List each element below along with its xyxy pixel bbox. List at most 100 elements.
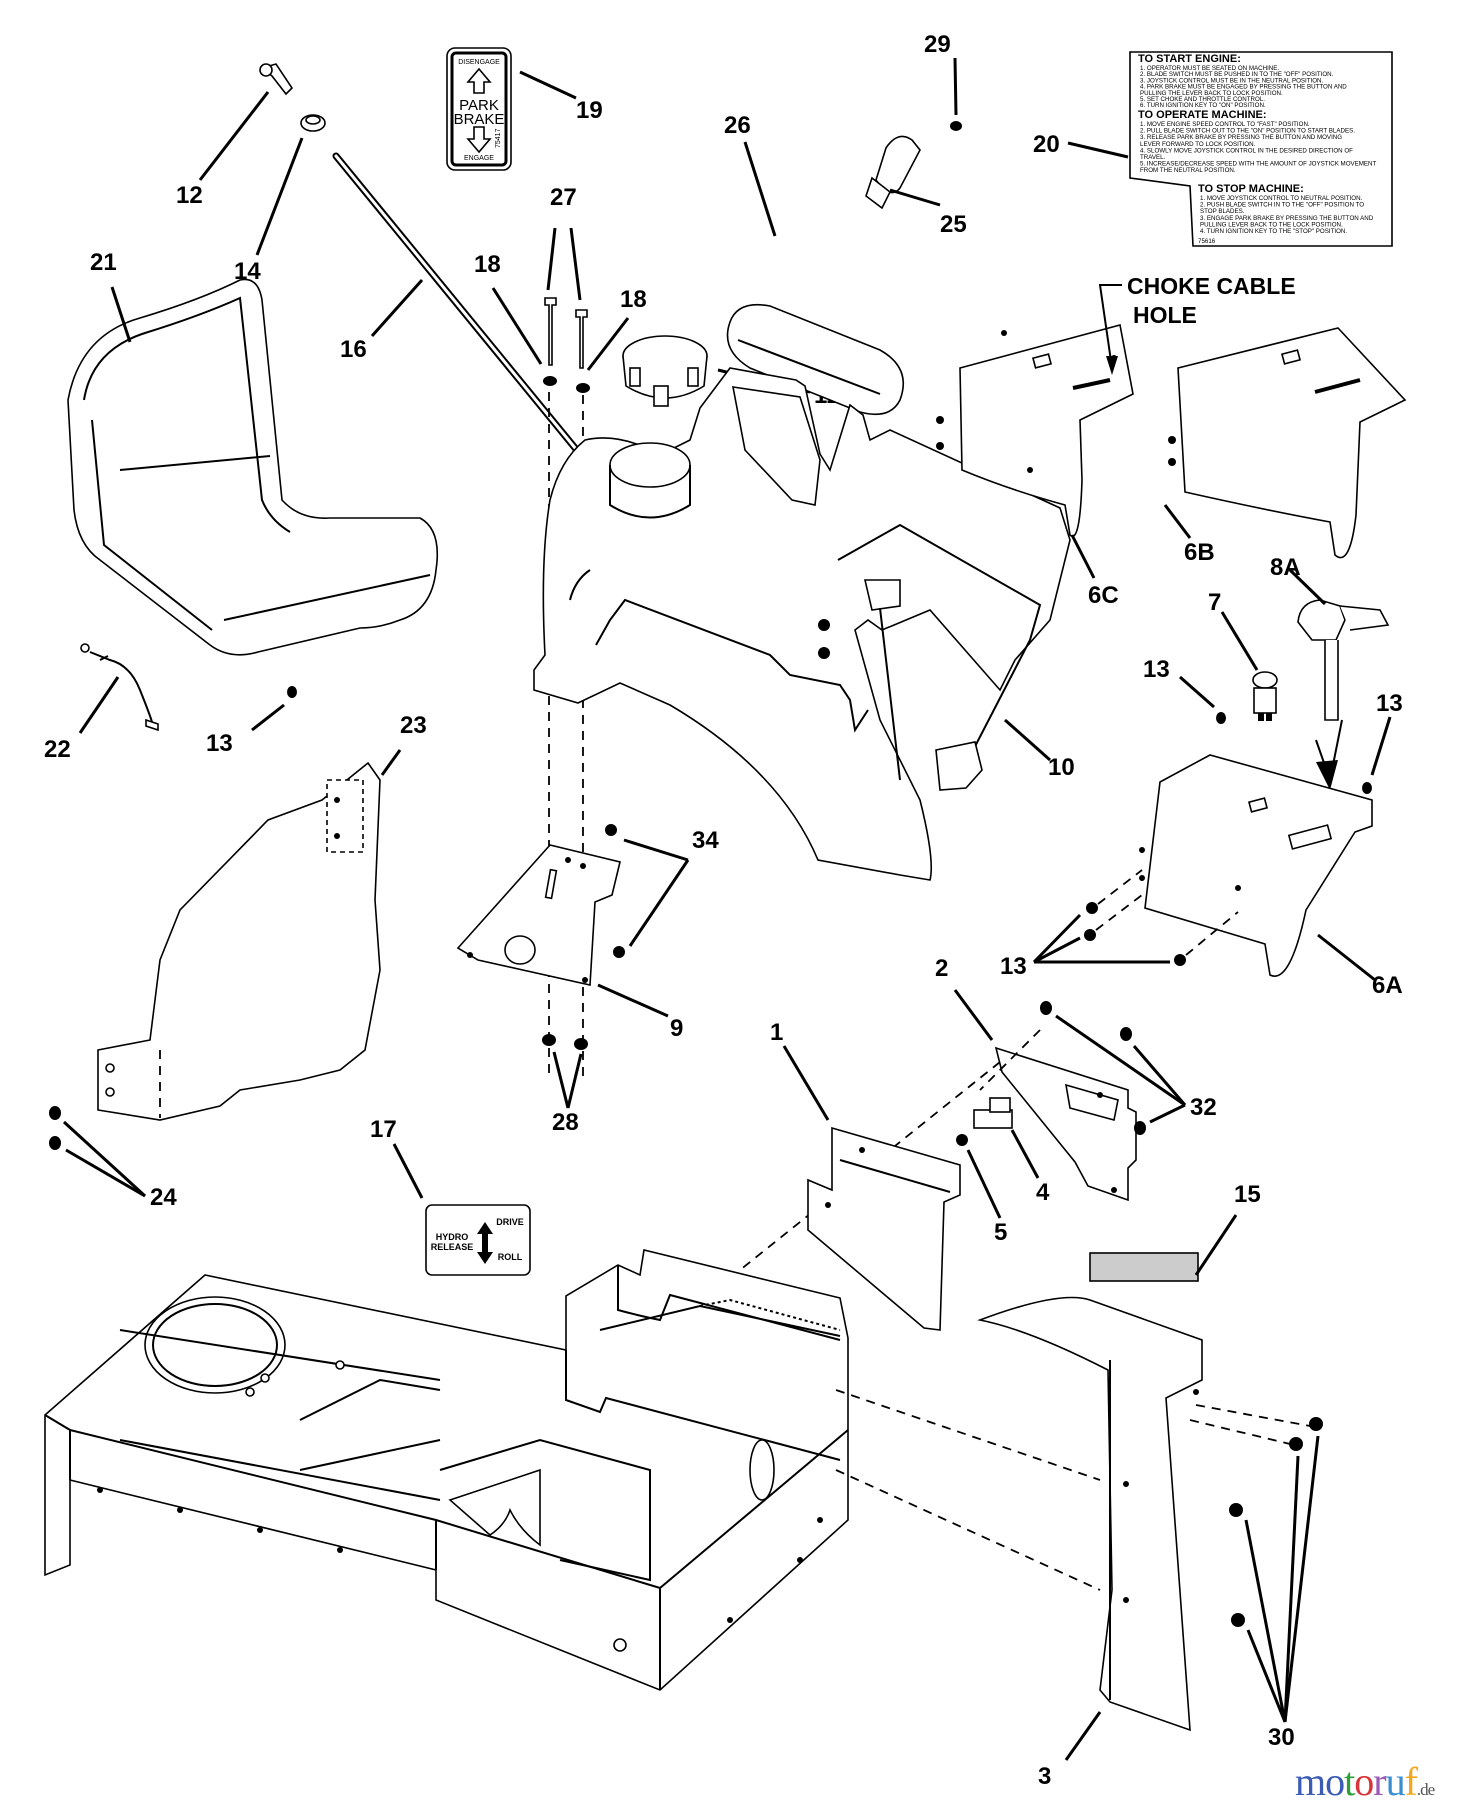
decal-park-text: PARK — [459, 97, 499, 114]
panel-6a — [1139, 754, 1373, 977]
callout-15: 15 — [1234, 1181, 1261, 1208]
screw-13-a — [1216, 712, 1226, 724]
fender-console-10 — [533, 367, 1071, 881]
decal-code: 75616 — [1198, 238, 1216, 245]
nut-14 — [300, 114, 326, 132]
callout-8a: 8A — [1270, 554, 1301, 581]
instruction-step: 5. SET CHOKE AND THROTTLE CONTROL. — [1140, 96, 1265, 103]
screw-13-seat — [287, 686, 297, 698]
instruction-step: 6. TURN IGNITION KEY TO "ON" POSITION. — [1140, 102, 1266, 109]
instructions-decal: TO START ENGINE: 1. OPERATOR MUST BE SEA… — [1129, 51, 1393, 247]
panel-6b — [1168, 327, 1407, 559]
callout-7: 7 — [1208, 589, 1221, 616]
rear-panel-3 — [977, 1296, 1203, 1732]
callout-26: 26 — [724, 112, 751, 139]
callout-17: 17 — [370, 1116, 397, 1143]
bolt-12 — [259, 63, 294, 96]
bracket-2 — [994, 1046, 1137, 1202]
side-panel-23 — [97, 761, 381, 1121]
switch-cable-22 — [80, 643, 159, 732]
instruction-step: 3. ENGAGE PARK BRAKE BY PRESSING THE BUT… — [1200, 215, 1374, 222]
callout-20: 20 — [1033, 131, 1060, 158]
instruction-step: FROM THE NEUTRAL POSITION. — [1140, 167, 1236, 174]
callout-4: 4 — [1036, 1179, 1050, 1206]
fuel-cap-11 — [622, 335, 708, 407]
callout-2: 2 — [935, 955, 948, 982]
stop-title: TO STOP MACHINE: — [1198, 183, 1304, 195]
watermark-text: motoruf — [1295, 1758, 1418, 1805]
instruction-step: PULLING THE LEVER BACK TO LOCK POSITION. — [1140, 90, 1283, 97]
callout-9: 9 — [670, 1015, 683, 1042]
callout-3: 3 — [1038, 1763, 1051, 1790]
watermark-letter: m — [1295, 1759, 1326, 1804]
callout-6a: 6A — [1372, 972, 1403, 999]
instruction-step: 5. INCREASE/DECREASE SPEED WITH THE AMOU… — [1140, 161, 1377, 168]
callout-28: 28 — [552, 1109, 579, 1136]
stop-steps: 1. MOVE JOYSTICK CONTROL TO NEUTRAL POSI… — [1200, 195, 1374, 235]
nut-29 — [950, 121, 962, 131]
screws-30 — [1189, 1404, 1323, 1627]
callout-24: 24 — [150, 1184, 177, 1211]
arrow-up-icon — [466, 67, 492, 94]
instruction-step: 4. PARK BRAKE MUST BE ENGAGED BY PRESSIN… — [1140, 84, 1347, 91]
rod-16 — [332, 152, 602, 480]
instruction-step: 3. RELEASE PARK BRAKE BY PRESSING THE BU… — [1140, 134, 1342, 141]
callout-27: 27 — [550, 184, 577, 211]
callout-5: 5 — [994, 1219, 1007, 1246]
callout-13-6a: 13 — [1000, 953, 1027, 980]
watermark-letter: o — [1354, 1759, 1374, 1804]
start-engine-title: TO START ENGINE: — [1138, 53, 1241, 65]
switch-4 — [973, 1097, 1013, 1129]
decal-code: 75417 — [495, 128, 502, 148]
screw-5 — [956, 1134, 968, 1146]
callout-6c: 6C — [1088, 582, 1119, 609]
double-arrow-icon — [477, 1222, 493, 1264]
callout-10: 10 — [1048, 754, 1075, 781]
start-engine-steps: 1. OPERATOR MUST BE SEATED ON MACHINE.2.… — [1140, 65, 1347, 109]
watermark-letter: r — [1373, 1759, 1386, 1804]
callout-1: 1 — [770, 1019, 783, 1046]
screws-32 — [1040, 1001, 1146, 1135]
roll-text: ROLL — [498, 1252, 523, 1262]
drive-text: DRIVE — [496, 1217, 524, 1227]
operate-steps: 1. MOVE ENGINE SPEED CONTROL TO "FAST" P… — [1140, 121, 1377, 174]
operate-title: TO OPERATE MACHINE: — [1138, 109, 1267, 121]
strip-15 — [1089, 1252, 1199, 1282]
instruction-step: TRAVEL. — [1140, 154, 1166, 161]
hydro-text: HYDRO — [436, 1232, 469, 1242]
callout-21: 21 — [90, 249, 117, 276]
callout-34: 34 — [692, 827, 719, 854]
callout-25: 25 — [940, 211, 967, 238]
choke-cable-label-line1: CHOKE CABLE — [1127, 273, 1296, 299]
chassis-frame — [44, 1249, 849, 1691]
ignition-switch-7 — [1252, 671, 1278, 721]
callout-30: 30 — [1268, 1724, 1295, 1751]
callout-13-right-b: 13 — [1376, 690, 1403, 717]
instruction-step: 4. SLOWLY MOVE JOYSTICK CONTROL IN THE D… — [1140, 147, 1353, 154]
choke-cable-label-line2: HOLE — [1133, 302, 1197, 328]
callout-12: 12 — [176, 182, 203, 209]
callout-29: 29 — [924, 31, 951, 58]
joystick-handle-25 — [865, 135, 921, 210]
bracket-1 — [807, 1126, 961, 1331]
screws-13-6a — [1084, 869, 1239, 966]
screw-13-b — [1362, 782, 1372, 794]
callout-6b: 6B — [1184, 539, 1215, 566]
nuts-28 — [542, 1034, 588, 1050]
watermark-letter: f — [1404, 1759, 1418, 1804]
hydro-release-decal: HYDRO RELEASE DRIVE ROLL — [425, 1204, 531, 1276]
callout-13-right-a: 13 — [1143, 656, 1170, 683]
instruction-step: 1. MOVE JOYSTICK CONTROL TO NEUTRAL POSI… — [1200, 195, 1363, 202]
watermark-letter: o — [1325, 1759, 1345, 1804]
decal-disengage-text: DISENGAGE — [458, 59, 500, 66]
key-switch-8a — [1297, 599, 1390, 790]
bracket-9 — [456, 844, 621, 986]
release-text: RELEASE — [431, 1242, 474, 1252]
instruction-step: 4. TURN IGNITION KEY TO THE "STOP" POSIT… — [1200, 228, 1347, 235]
screws-24 — [49, 1106, 61, 1150]
watermark-letter: t — [1344, 1759, 1355, 1804]
callout-32: 32 — [1190, 1094, 1217, 1121]
arrow-down-icon — [466, 126, 492, 154]
watermark-letter: u — [1385, 1759, 1406, 1804]
